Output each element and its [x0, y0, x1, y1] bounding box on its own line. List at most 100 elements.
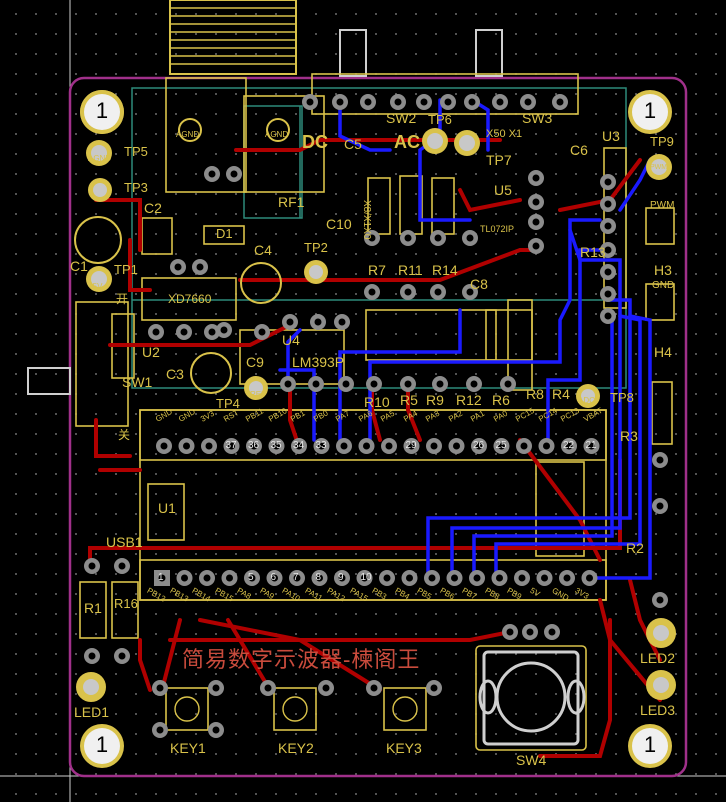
- pin-number: 35: [270, 440, 282, 451]
- label-c8: C8: [470, 276, 488, 292]
- pad-hole: [336, 98, 344, 106]
- pin-number: 5: [248, 572, 254, 583]
- pin-name-pb6: PB6: [438, 586, 456, 602]
- label-tp9: TP9: [650, 134, 674, 149]
- pad-hole: [604, 178, 612, 186]
- label-ac: AC: [394, 132, 420, 152]
- pad-hole: [451, 574, 458, 582]
- test-point-icon: [266, 118, 290, 142]
- test-point-icon: [646, 154, 672, 180]
- pad-hole: [271, 574, 278, 582]
- label-vert: X8/X1X0: [361, 200, 372, 240]
- pad-hole: [368, 288, 376, 296]
- pad-hole: [466, 288, 474, 296]
- pad-hole: [208, 170, 216, 178]
- label-r8: R8: [526, 386, 544, 402]
- pin-name-pa8: PA8: [235, 586, 253, 602]
- label-u2: U2: [142, 344, 160, 360]
- pin-name-pa12: PA12: [325, 586, 347, 604]
- label-tp1: TP1: [114, 262, 138, 277]
- pin-name-pa9: PA9: [258, 586, 276, 602]
- top-copper-traces: [88, 138, 662, 758]
- pad-hole: [293, 574, 301, 582]
- pad-hole: [314, 318, 322, 326]
- through-hole-pads: [84, 94, 668, 738]
- pin-name-pb5: PB5: [415, 586, 434, 602]
- pad-hole: [284, 380, 292, 388]
- pin-name-3v3: 3V3: [573, 586, 590, 601]
- label-r3: R3: [620, 428, 638, 444]
- label-c9: C9: [246, 354, 264, 370]
- pin-number: 21: [585, 440, 597, 451]
- pin-number: 1: [158, 572, 164, 583]
- mount-hole-label: 1: [643, 732, 657, 757]
- pad-hole: [338, 318, 346, 326]
- test-point-icon: [86, 140, 112, 166]
- label-r4: R4: [552, 386, 570, 402]
- pad-hole: [342, 380, 350, 388]
- label-led3: LED3: [640, 702, 676, 718]
- switch-tab-right: [475, 29, 503, 77]
- pad-hole: [436, 380, 444, 388]
- pad-hole: [205, 442, 213, 450]
- pad-hole: [498, 442, 505, 450]
- pad-hole: [361, 574, 368, 582]
- bottom-copper-traces: [278, 98, 652, 580]
- mount-hole-label: 1: [95, 732, 109, 757]
- label-plus5v: +5V: [88, 282, 103, 291]
- pin-number: 36: [248, 440, 260, 451]
- pad-hole: [434, 234, 442, 242]
- label-sw2: SW2: [386, 110, 417, 126]
- pin-number: 22: [563, 440, 575, 451]
- pad-hole: [548, 628, 556, 636]
- capacitor-c4: [240, 262, 282, 304]
- pin-name-pb3: PB3: [370, 586, 389, 602]
- pad-hole: [588, 442, 595, 450]
- pad-hole: [368, 234, 376, 242]
- pad-hole: [532, 174, 540, 182]
- pad-hole: [434, 288, 442, 296]
- pad-hole: [160, 442, 168, 450]
- pad-hole: [118, 562, 126, 570]
- pin-name-pb13: PB13: [168, 586, 190, 604]
- label-rf1: RF1: [278, 194, 305, 210]
- label-ref: REF: [250, 390, 266, 399]
- label-c4: C4: [254, 242, 272, 258]
- pad-hole: [604, 222, 612, 230]
- pad-hole: [406, 574, 413, 582]
- pad-hole: [258, 328, 266, 336]
- pad-hole: [183, 442, 190, 450]
- label-u1: U1: [158, 500, 176, 516]
- pad-hole: [532, 218, 540, 226]
- label-r2: R2: [626, 540, 644, 556]
- pad-hole: [88, 652, 96, 660]
- pad-hole: [430, 442, 438, 450]
- pin-name-pa15: PA15: [348, 586, 369, 604]
- pad-hole: [420, 98, 428, 106]
- pad-hole: [174, 263, 182, 271]
- pad-hole: [428, 574, 436, 582]
- pad-hole: [466, 234, 474, 242]
- pad-hole: [656, 596, 664, 604]
- pad-hole: [156, 684, 164, 692]
- label-key1: KEY1: [170, 740, 206, 756]
- label-x50x1: X50 X1: [486, 128, 523, 140]
- pin-number: 8: [315, 572, 322, 583]
- pad-hole: [404, 234, 412, 242]
- rf-connector-body: [169, 0, 297, 75]
- label-r6: R6: [492, 392, 510, 408]
- label-r7: R7: [368, 262, 386, 278]
- label-kai: 开: [116, 292, 129, 306]
- label-gnd-header: GND: [652, 280, 675, 291]
- pad-hole: [220, 326, 228, 334]
- mount-hole-label: 1: [95, 98, 109, 123]
- label-c5: C5: [344, 136, 362, 152]
- pad-hole: [532, 198, 540, 206]
- pad-hole: [316, 574, 323, 582]
- pin-number: 34: [293, 440, 305, 451]
- label-r12: R12: [456, 392, 482, 408]
- pin-name-pa11: PA11: [303, 586, 324, 603]
- pad-hole: [385, 442, 393, 450]
- label-led2: LED2: [640, 650, 676, 666]
- pad-hole: [496, 574, 503, 582]
